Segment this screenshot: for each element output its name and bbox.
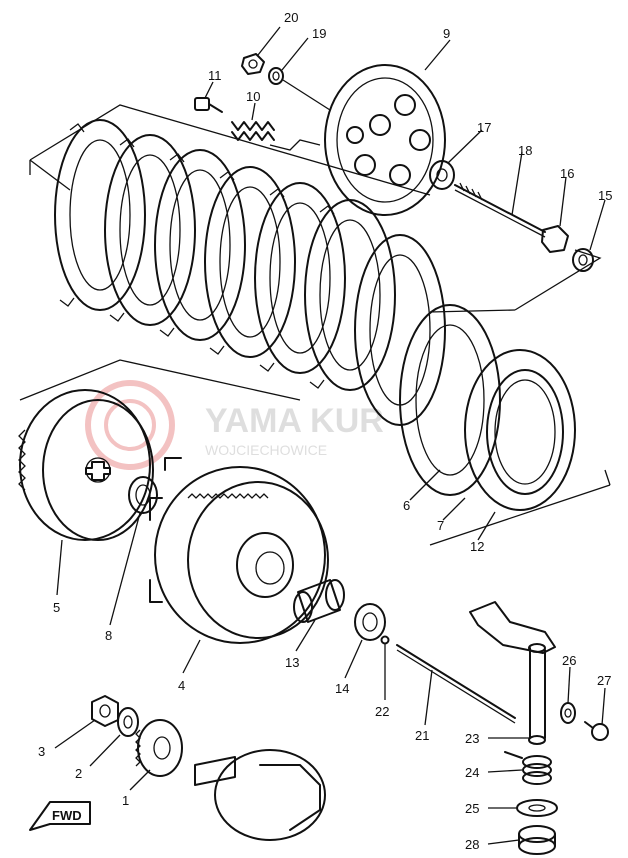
washer-15: [572, 248, 594, 272]
washer-19: [268, 67, 331, 111]
watermark-logo-icon: [85, 380, 175, 470]
callout-16: 16: [560, 166, 574, 181]
callout-5: 5: [53, 600, 60, 615]
callout-3: 3: [38, 744, 45, 759]
callout-19: 19: [312, 26, 326, 41]
fwd-arrow-icon: FWD: [29, 801, 91, 831]
callout-22: 22: [375, 704, 389, 719]
washer-26: [560, 702, 576, 724]
callout-27: 27: [597, 673, 611, 688]
thrust-washer-8: [128, 476, 158, 514]
callout-1: 1: [122, 793, 129, 808]
callout-6: 6: [403, 498, 410, 513]
bolt-11: [194, 97, 223, 113]
upper-frame: [29, 104, 431, 196]
callout-labels: 20 19 9 11 10 17 18 16 15 6 7 12 5 8 4 1…: [38, 10, 612, 852]
leader-lines: [54, 26, 606, 845]
plate-5: [254, 182, 346, 374]
fwd-label: FWD: [52, 808, 82, 823]
callout-12: 12: [470, 539, 484, 554]
oil-seal-28: [518, 825, 556, 855]
callout-25: 25: [465, 801, 479, 816]
friction-ring-12: [464, 349, 576, 511]
watermark: YAMA KUR WOJCIECHOWICE: [85, 380, 384, 470]
callout-9: 9: [443, 26, 450, 41]
plate-3: [154, 149, 246, 341]
plate-4: [204, 166, 296, 358]
nut-3: [91, 695, 119, 727]
callout-11: 11: [208, 68, 222, 83]
washer-14: [354, 603, 386, 641]
crankshaft: [194, 749, 326, 841]
callout-24: 24: [465, 765, 479, 780]
callout-2: 2: [75, 766, 82, 781]
callout-21: 21: [415, 728, 429, 743]
nut-16: [541, 225, 569, 253]
callout-28: 28: [465, 837, 479, 852]
callout-8: 8: [105, 628, 112, 643]
callout-14: 14: [335, 681, 349, 696]
callout-4: 4: [178, 678, 185, 693]
push-lever-shaft-23: [469, 601, 556, 745]
callout-7: 7: [437, 518, 444, 533]
callout-18: 18: [518, 143, 532, 158]
watermark-line2: WOJCIECHOWICE: [205, 442, 327, 458]
pressure-plate-9: [324, 64, 446, 216]
plate-1: [54, 119, 146, 311]
plate-8: [399, 304, 501, 496]
watermark-line1: YAMA KUR: [205, 402, 384, 440]
clutch-boss-5: [18, 389, 154, 541]
plate-2: [104, 134, 196, 326]
nut-20: [241, 53, 265, 75]
primary-drive-gear-1: [135, 719, 183, 777]
callout-20: 20: [284, 10, 298, 25]
washer-2: [117, 707, 139, 737]
washer-25: [516, 799, 558, 817]
callout-17: 17: [477, 120, 491, 135]
callout-10: 10: [246, 89, 260, 104]
clutch-housing-4: [149, 457, 329, 644]
spring-10: [231, 121, 321, 151]
spring-24: [504, 751, 552, 785]
clutch-plate-stack: [54, 119, 501, 496]
lower-frame: [19, 359, 301, 401]
callout-13: 13: [285, 655, 299, 670]
push-rod-21: [396, 644, 516, 724]
plate-6: [304, 199, 396, 391]
ball-22: [380, 635, 390, 645]
push-rod-18: [454, 182, 546, 238]
bolt-27: [584, 721, 609, 741]
callout-23: 23: [465, 731, 479, 746]
callout-26: 26: [562, 653, 576, 668]
bearing-17: [429, 160, 455, 190]
sleeve-13: [293, 579, 345, 623]
callout-15: 15: [598, 188, 612, 203]
